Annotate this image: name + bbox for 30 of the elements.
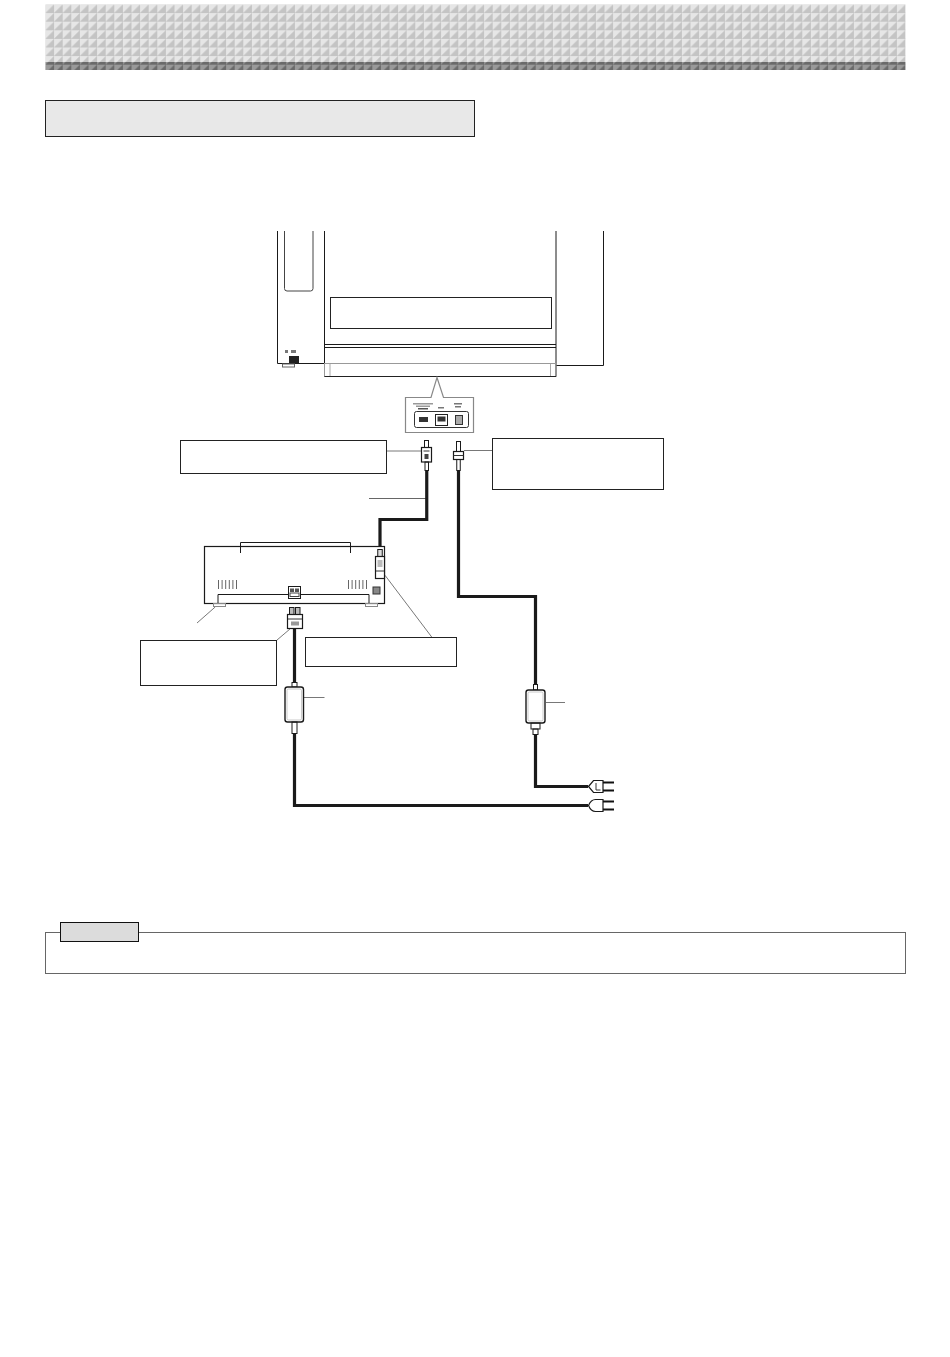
dc-plug-icon [453,441,464,471]
leader-line [276,628,291,641]
heading-box [45,100,475,137]
plug-icon [375,549,385,579]
leader-line [384,574,433,638]
leader-line [303,697,325,698]
device-drawing [203,541,385,607]
cable [456,471,538,684]
leader-line [196,606,216,624]
main-unit-drawing [277,230,605,378]
callout-box [492,438,664,490]
cable [292,734,588,808]
callout-box [180,440,387,474]
port-panel-drawing [404,376,475,434]
callout-box [140,640,277,686]
label-plate [330,297,552,329]
note-box [45,932,906,974]
cable [292,629,297,682]
mains-plug-icon [588,778,614,795]
cable [533,735,588,789]
note-tab [60,922,139,942]
ac-adapter-icon [284,682,304,734]
usb-plug-icon [421,440,432,471]
callout-box [305,637,457,667]
power-connector-icon [287,607,303,629]
leader-line [545,702,566,703]
leader-line [386,450,422,452]
mains-plug-icon [588,797,614,814]
leader-line [463,450,493,451]
ac-adapter-icon [525,684,546,735]
